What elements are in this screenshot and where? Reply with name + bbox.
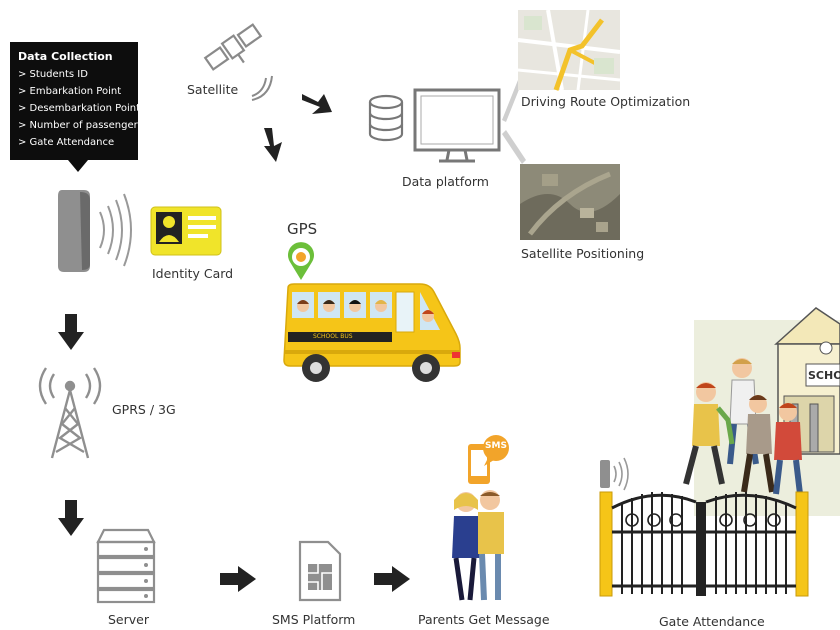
school-gate-image bbox=[599, 491, 809, 597]
identity-card-icon bbox=[150, 206, 222, 256]
identity-card-label: Identity Card bbox=[152, 266, 234, 281]
server-label: Server bbox=[108, 612, 149, 627]
parents-image bbox=[452, 490, 504, 601]
gps-label: GPS bbox=[287, 220, 318, 238]
data-collection-item: > Desembarkation Point bbox=[18, 103, 141, 114]
children-walking-image bbox=[683, 358, 803, 495]
data-collection-item: > Gate Attendance bbox=[18, 137, 115, 148]
school-sign-text: SCHO bbox=[808, 369, 840, 382]
gate-attendance-label: Gate Attendance bbox=[659, 614, 765, 629]
arrow-down-icon bbox=[58, 314, 84, 350]
satellite-positioning-label: Satellite Positioning bbox=[521, 246, 645, 261]
data-collection-box: Data Collection > Students ID > Embarkat… bbox=[10, 42, 143, 172]
database-icon bbox=[368, 94, 404, 142]
rfid-reader-icon bbox=[58, 190, 132, 272]
satellite-map-image bbox=[520, 164, 620, 240]
data-collection-title: Data Collection bbox=[18, 50, 113, 63]
school-bus-text: SCHOOL BUS bbox=[313, 333, 353, 340]
gprs-tower-icon bbox=[38, 367, 102, 459]
satellite-label: Satellite bbox=[187, 82, 239, 97]
satellite-icon bbox=[203, 23, 263, 71]
arrow-down-icon bbox=[58, 500, 84, 536]
gate-reader-icon bbox=[600, 457, 629, 491]
sms-phone-icon bbox=[468, 435, 509, 484]
signal-waves-icon bbox=[251, 75, 273, 101]
arrow-right-icon bbox=[374, 566, 410, 592]
gprs-label: GPRS / 3G bbox=[112, 402, 176, 417]
route-map-image bbox=[517, 9, 621, 91]
arrow-down-icon bbox=[264, 128, 282, 162]
data-platform-label: Data platform bbox=[402, 174, 489, 189]
gps-pin-icon bbox=[288, 242, 314, 280]
driving-route-label: Driving Route Optimization bbox=[521, 94, 691, 109]
arrow-right-icon bbox=[302, 94, 332, 114]
server-icon bbox=[96, 528, 156, 604]
data-collection-item: > Students ID bbox=[18, 69, 88, 80]
data-collection-item: > Number of passengers bbox=[18, 120, 143, 131]
school-bus-image bbox=[283, 283, 461, 382]
data-collection-item: > Embarkation Point bbox=[18, 86, 122, 97]
sim-card-icon bbox=[298, 540, 342, 602]
parents-label: Parents Get Message bbox=[418, 612, 550, 627]
sms-platform-label: SMS Platform bbox=[272, 612, 356, 627]
arrow-right-icon bbox=[220, 566, 256, 592]
monitor-icon bbox=[413, 88, 501, 163]
sms-bubble-text: SMS bbox=[485, 441, 507, 451]
